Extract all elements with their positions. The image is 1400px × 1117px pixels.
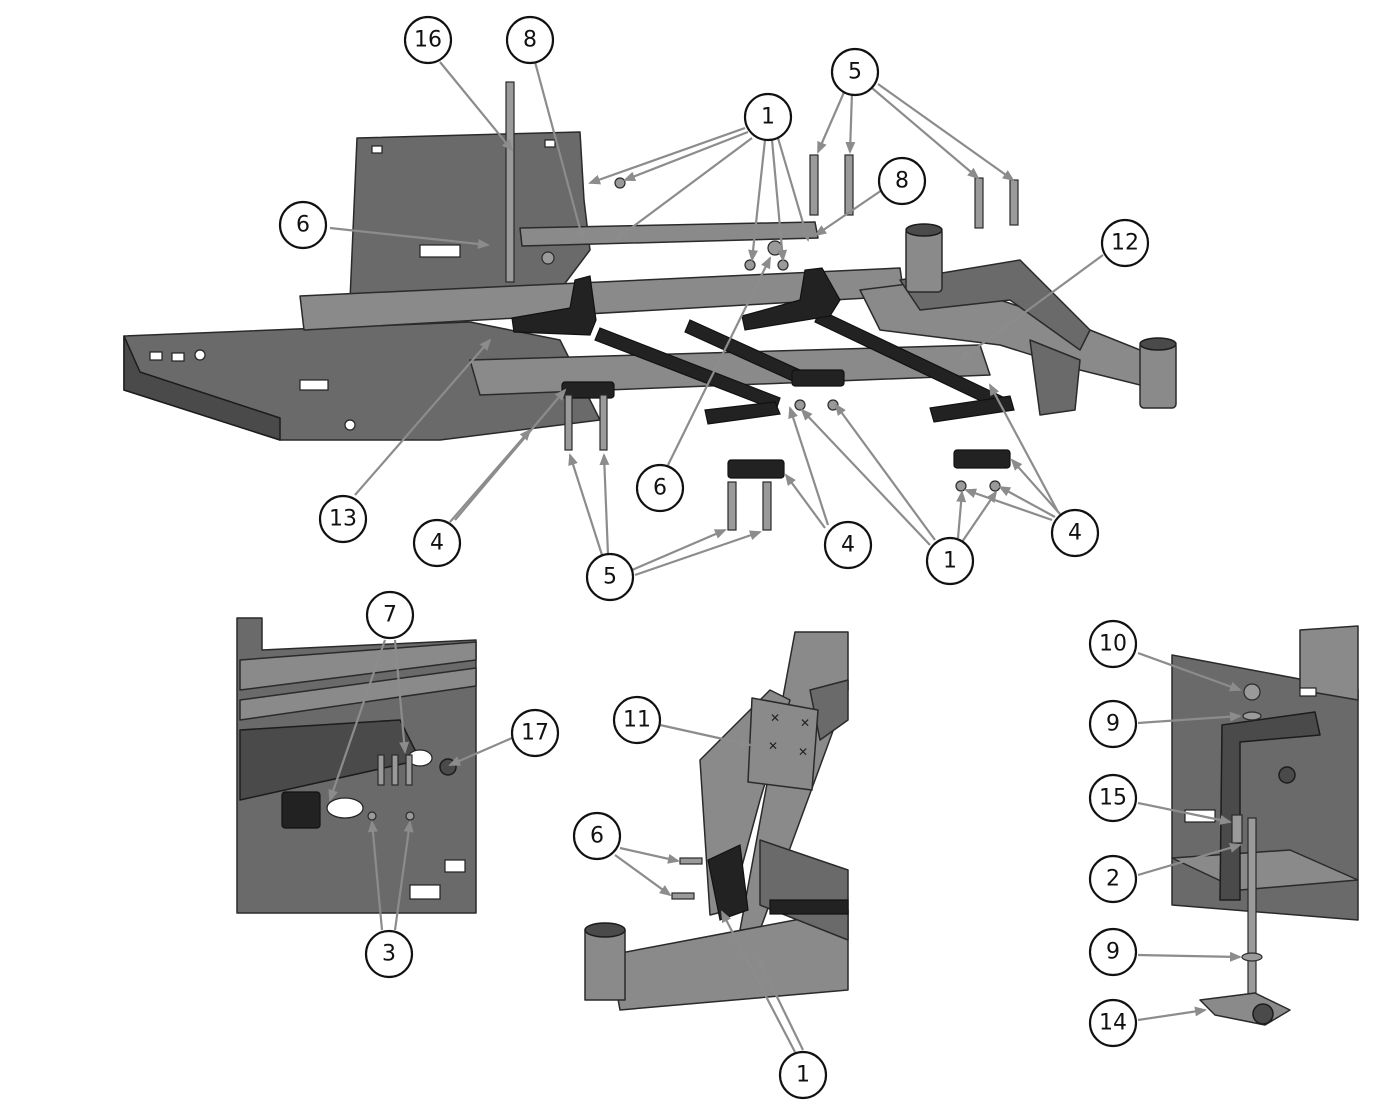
callout-13: 13 [318,494,368,544]
sprocket [1199,992,1291,1026]
callout-label: 8 [895,169,909,194]
electrical-box [281,791,321,829]
tube-socket-upper [905,227,943,293]
upright-plate [349,131,591,301]
callout-10: 10 [1088,619,1138,669]
tube-socket-lower [1139,341,1177,409]
callout-5: 5 [830,47,880,97]
callout-11: 11 [612,695,662,745]
callout-label: 1 [796,1063,810,1088]
callout-label: 11 [623,708,651,733]
bearing-block-d [953,449,1011,469]
detail-right [1171,625,1359,1026]
callout-label: 6 [590,824,604,849]
link-plate-right [929,395,1015,423]
callout-5: 5 [585,552,635,602]
callout-16: 16 [403,15,453,65]
callout-label: 2 [1106,867,1120,892]
svg-text:✕: ✕ [798,745,808,759]
detail-frame-lower-left [236,617,477,914]
callout-6: 6 [278,200,328,250]
pivot-bracket-left [511,275,597,336]
upper-tube [519,221,819,247]
callout-8: 8 [877,156,927,206]
callout-9: 9 [1088,699,1138,749]
detail-shaft [1247,817,1257,1021]
callout-1: 1 [743,92,793,142]
mounting-plate [747,697,819,791]
callout-label: 5 [603,565,617,590]
callout-label: 9 [1106,940,1120,965]
callout-label: 4 [1068,521,1082,546]
bearing-block-c [727,459,785,479]
callout-8: 8 [505,15,555,65]
callout-label: 1 [761,105,775,130]
callouts: 16 8 1 5 8 6 12 6 13 4 5 4 1 4 7 17 [278,15,1150,1100]
callout-3: 3 [364,929,414,979]
vertical-shaft [505,81,515,283]
callout-label: 15 [1099,786,1127,811]
callout-label: 5 [848,60,862,85]
callout-label: 3 [382,942,396,967]
callout-6: 6 [635,463,685,513]
callout-label: 9 [1106,712,1120,737]
callout-1: 1 [925,536,975,586]
callout-label: 8 [523,28,537,53]
callout-label: 16 [414,28,442,53]
callout-label: 10 [1099,632,1127,657]
callout-label: 6 [296,213,310,238]
tube-socket [584,929,626,1001]
callout-14: 14 [1088,998,1138,1048]
detail-center: ✕ ✕ ✕ ✕ [584,631,849,1011]
main-frame-assembly [123,81,1177,531]
callout-9: 9 [1088,927,1138,977]
callout-label: 12 [1111,231,1139,256]
callout-label: 13 [329,507,357,532]
svg-text:✕: ✕ [768,739,778,753]
pivot-bracket-right [741,267,841,331]
callout-label: 6 [653,476,667,501]
leader-lines [328,61,1242,1053]
callout-label: 17 [521,721,549,746]
callout-12: 12 [1100,218,1150,268]
callout-17: 17 [510,708,560,758]
callout-label: 1 [943,549,957,574]
link-plate-mid [704,401,781,425]
callout-7: 7 [365,590,415,640]
callout-2: 2 [1088,854,1138,904]
callout-label: 4 [841,533,855,558]
callout-label: 4 [430,531,444,556]
callout-4: 4 [412,518,462,568]
callout-15: 15 [1088,773,1138,823]
callout-6: 6 [572,811,622,861]
callout-1: 1 [778,1050,828,1100]
svg-text:✕: ✕ [800,716,810,730]
callout-4: 4 [1050,508,1100,558]
bearing-block-b [791,369,845,387]
callout-4: 4 [823,520,873,570]
svg-text:✕: ✕ [770,711,780,725]
callout-label: 7 [383,603,397,628]
callout-label: 14 [1099,1011,1127,1036]
